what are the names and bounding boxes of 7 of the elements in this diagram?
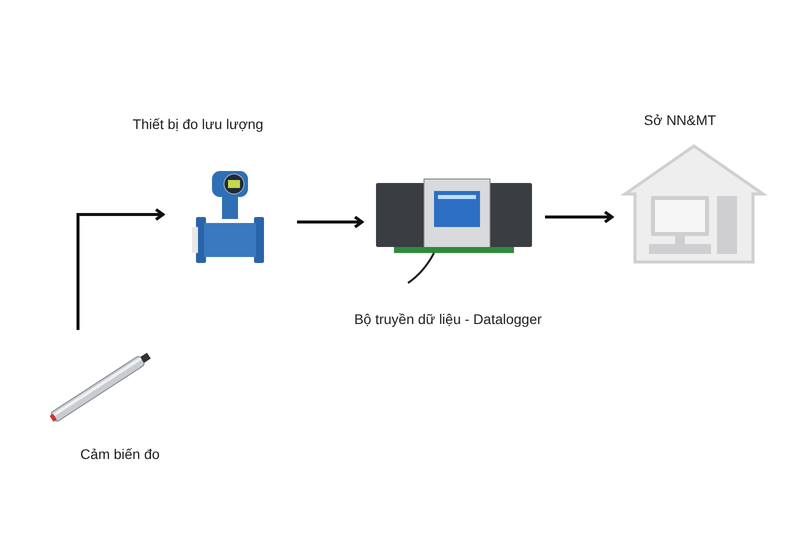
device-caption: Thiết bị đo lưu lượng xyxy=(132,116,264,132)
arrow xyxy=(545,210,614,224)
arrow xyxy=(76,208,164,330)
device-caption: Sở NN&MT xyxy=(644,112,716,128)
device-caption: Cảm biến đo xyxy=(80,446,160,462)
device-caption: Bộ truyền dữ liệu - Datalogger xyxy=(354,311,542,327)
arrow xyxy=(297,216,364,228)
